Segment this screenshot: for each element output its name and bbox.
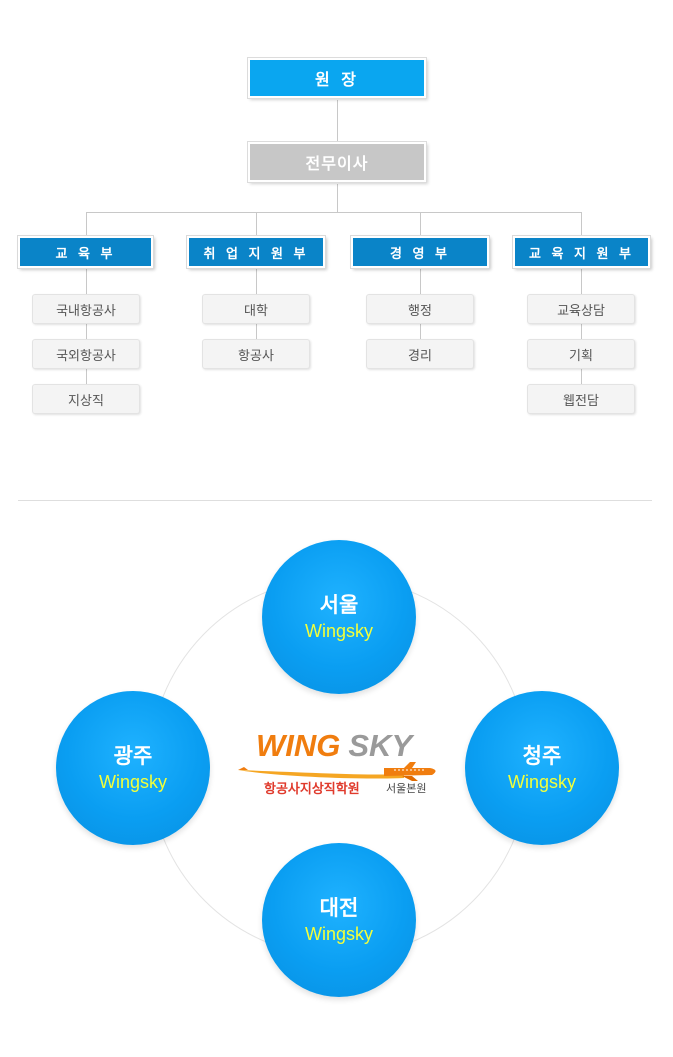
director-box: 원 장 bbox=[248, 58, 426, 98]
logo-branch-name: 서울본원 bbox=[386, 782, 427, 795]
sub-item: 항공사 bbox=[202, 339, 310, 369]
sub-item: 기획 bbox=[527, 339, 635, 369]
branch-brand: Wingsky bbox=[304, 924, 373, 944]
branch-circle-daejeon: 대전 Wingsky bbox=[262, 843, 416, 997]
connector-line bbox=[337, 100, 338, 142]
sub-item: 경리 bbox=[366, 339, 474, 369]
connector-line bbox=[86, 212, 582, 213]
logo-sky-text: SKY bbox=[348, 728, 413, 763]
branch-brand: Wingsky bbox=[507, 772, 576, 792]
department-employment-support: 취 업 지 원 부 bbox=[187, 236, 325, 268]
department-education-support: 교 육 지 원 부 bbox=[513, 236, 650, 268]
sub-item: 지상직 bbox=[32, 384, 140, 414]
branch-brand: Wingsky bbox=[304, 621, 373, 641]
department-education: 교 육 부 bbox=[18, 236, 153, 268]
sub-item: 국내항공사 bbox=[32, 294, 140, 324]
connector-line bbox=[337, 184, 338, 212]
branch-circle-seoul: 서울 Wingsky bbox=[262, 540, 416, 694]
section-divider bbox=[18, 500, 652, 501]
airplane-icon bbox=[238, 762, 436, 781]
sub-item: 교육상담 bbox=[527, 294, 635, 324]
branch-circle-cheongju: 청주 Wingsky bbox=[465, 691, 619, 845]
sub-item: 국외항공사 bbox=[32, 339, 140, 369]
logo-wing-text: WING bbox=[256, 728, 341, 763]
branch-city: 청주 bbox=[522, 744, 562, 768]
sub-item: 웹전담 bbox=[527, 384, 635, 414]
branch-circle-gwangju: 광주 Wingsky bbox=[56, 691, 210, 845]
department-management: 경 영 부 bbox=[351, 236, 489, 268]
sub-item: 행정 bbox=[366, 294, 474, 324]
executive-box: 전무이사 bbox=[248, 142, 426, 182]
sub-item: 대학 bbox=[202, 294, 310, 324]
logo-academy-name: 항공사지상직학원 bbox=[264, 782, 360, 797]
connector-line bbox=[256, 212, 257, 236]
connector-line bbox=[581, 268, 582, 400]
branch-city: 대전 bbox=[319, 896, 359, 920]
branch-brand: Wingsky bbox=[98, 772, 167, 792]
connector-line bbox=[420, 212, 421, 236]
branch-city: 서울 bbox=[319, 593, 359, 617]
connector-line bbox=[86, 212, 87, 236]
branch-city: 광주 bbox=[113, 744, 153, 768]
connector-line bbox=[581, 212, 582, 236]
connector-line bbox=[86, 268, 87, 400]
